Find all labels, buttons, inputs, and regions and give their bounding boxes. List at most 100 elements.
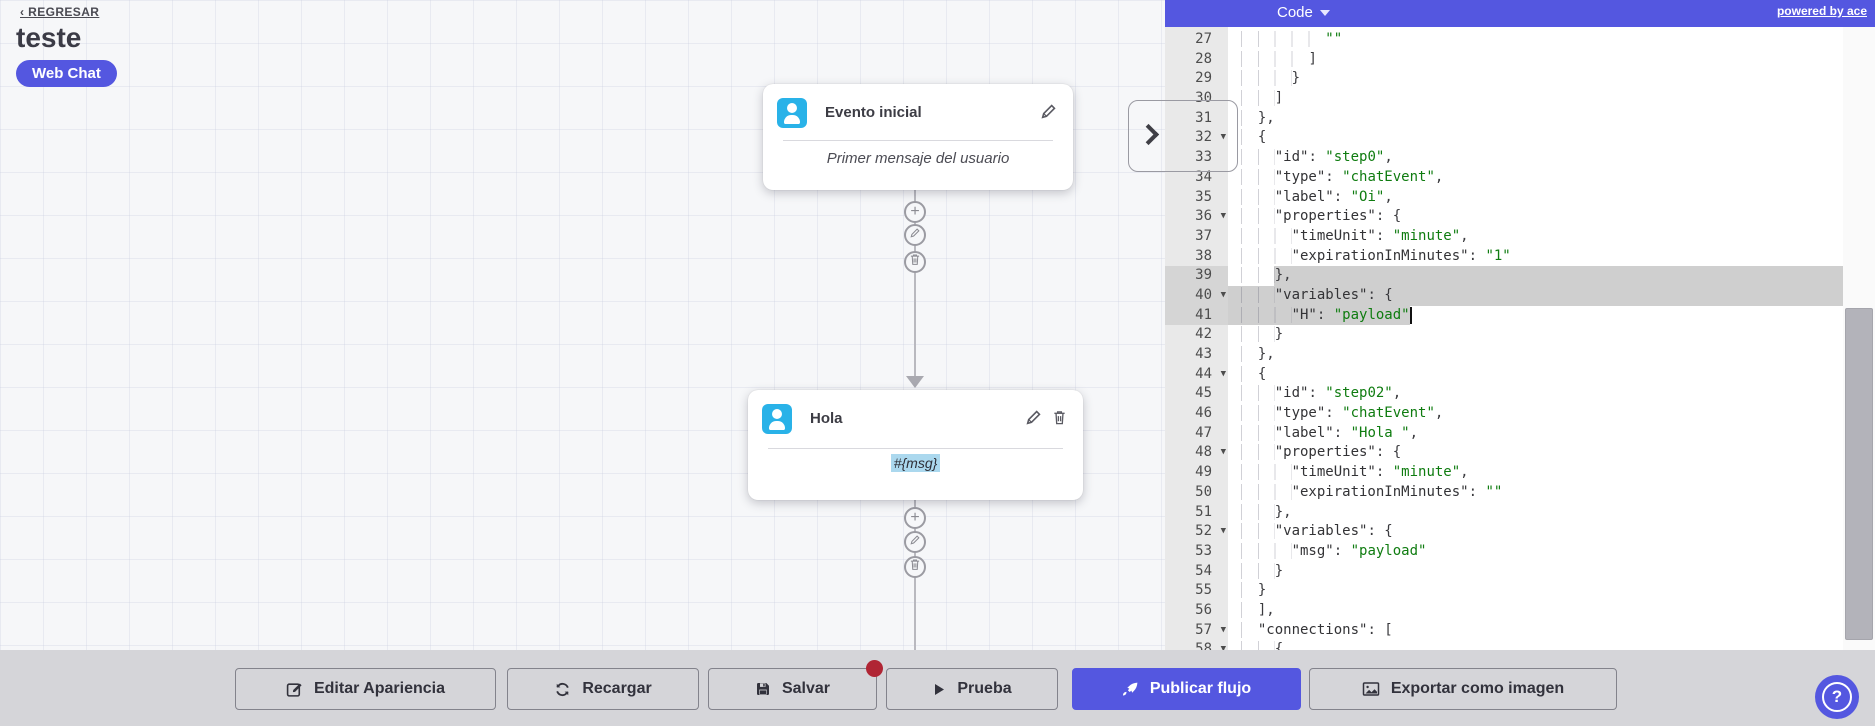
code-line[interactable]: }, <box>1228 503 1843 523</box>
fold-arrow-icon[interactable]: ▼ <box>1220 644 1226 650</box>
save-button[interactable]: Salvar <box>708 660 883 710</box>
node-title: Hola <box>810 410 843 427</box>
editor-scrollbar[interactable] <box>1843 27 1875 650</box>
code-line[interactable]: "" <box>1228 30 1843 50</box>
editor-mode-dropdown[interactable]: Code <box>1277 4 1330 21</box>
node-evento-inicial[interactable]: Evento inicial Primer mensaje del usuari… <box>763 84 1073 190</box>
code-line[interactable]: { <box>1228 128 1843 148</box>
gutter-line-number[interactable]: 27 <box>1195 31 1212 47</box>
delete-connector-button[interactable] <box>904 251 926 273</box>
code-line[interactable]: }, <box>1228 109 1843 129</box>
edit-node-button[interactable] <box>1040 103 1057 120</box>
code-line[interactable]: "type": "chatEvent", <box>1228 404 1843 424</box>
help-button[interactable]: ? <box>1815 675 1859 719</box>
fold-arrow-icon[interactable]: ▼ <box>1220 447 1226 458</box>
powered-by-ace-link[interactable]: powered by ace <box>1776 4 1867 18</box>
edit-appearance-button[interactable]: Editar Apariencia <box>235 668 496 710</box>
gutter-line-number[interactable]: 31 <box>1195 109 1212 126</box>
code-line[interactable]: "label": "Hola ", <box>1228 424 1843 444</box>
gutter-line-number[interactable]: 54 <box>1195 562 1212 579</box>
code-line[interactable]: "msg": "payload" <box>1228 542 1843 562</box>
fold-arrow-icon[interactable]: ▼ <box>1220 211 1226 222</box>
gutter-line-number[interactable]: 39 <box>1165 266 1228 286</box>
editor-drawer-toggle[interactable] <box>1128 100 1238 172</box>
edit-connector-button[interactable] <box>904 531 926 553</box>
flow-canvas[interactable]: ‹ REGRESAR teste Web Chat + + Evento ini… <box>0 0 1238 650</box>
gutter-line-number[interactable]: 52▼ <box>1165 522 1228 542</box>
code-line[interactable]: "label": "Oi", <box>1228 188 1843 208</box>
code-line[interactable]: ], <box>1228 601 1843 621</box>
code-line[interactable]: "H": "payload" <box>1228 305 1843 326</box>
delete-connector-button[interactable] <box>904 556 926 578</box>
gutter-line-number[interactable]: 49 <box>1195 464 1212 481</box>
add-step-button[interactable]: + <box>904 201 926 223</box>
gutter-line-number[interactable]: 28 <box>1195 50 1212 67</box>
gutter-line-number[interactable]: 47 <box>1195 424 1212 441</box>
gutter-line-number[interactable]: 44▼ <box>1165 365 1228 385</box>
code-line[interactable]: }, <box>1228 266 1843 286</box>
code-line[interactable]: { <box>1228 365 1843 385</box>
node-hola[interactable]: Hola #{msg} <box>748 390 1083 500</box>
gutter-line-number[interactable]: 40▼ <box>1165 285 1228 306</box>
fold-arrow-icon[interactable]: ▼ <box>1220 132 1226 143</box>
gutter-line-number[interactable]: 33 <box>1195 149 1212 166</box>
edit-node-button[interactable] <box>1025 409 1042 426</box>
export-image-button[interactable]: Exportar como imagen <box>1309 668 1617 710</box>
code-line[interactable]: "id": "step02", <box>1228 384 1843 404</box>
gutter-line-number[interactable]: 57▼ <box>1165 621 1228 641</box>
gutter-line-number[interactable]: 51 <box>1195 503 1212 520</box>
code-line[interactable]: "properties": { <box>1228 207 1843 227</box>
gutter-line-number[interactable]: 32▼ <box>1165 128 1228 148</box>
gutter-line-number[interactable]: 53 <box>1195 542 1212 559</box>
gutter-line-number[interactable]: 30 <box>1195 90 1212 107</box>
code-line[interactable]: }, <box>1228 345 1843 365</box>
gutter-line-number[interactable]: 38 <box>1195 247 1212 264</box>
code-line[interactable]: "type": "chatEvent", <box>1228 168 1843 188</box>
scrollbar-thumb[interactable] <box>1845 308 1873 640</box>
code-line[interactable]: "expirationInMinutes": "" <box>1228 483 1843 503</box>
gutter-line-number[interactable]: 45 <box>1195 385 1212 402</box>
gutter-line-number[interactable]: 37 <box>1195 227 1212 244</box>
edit-connector-button[interactable] <box>904 224 926 246</box>
gutter-line-number[interactable]: 41 <box>1165 305 1228 326</box>
reload-button[interactable]: Recargar <box>507 668 699 710</box>
code-line[interactable]: "id": "step0", <box>1228 148 1843 168</box>
add-step-button[interactable]: + <box>904 507 926 529</box>
code-line[interactable]: ] <box>1228 50 1843 70</box>
code-line[interactable]: { <box>1228 640 1843 650</box>
code-line[interactable]: "properties": { <box>1228 443 1843 463</box>
code-line[interactable]: "variables": { <box>1228 522 1843 542</box>
code-line[interactable]: "variables": { <box>1228 285 1843 306</box>
delete-node-button[interactable] <box>1052 409 1067 426</box>
gutter-line-number[interactable]: 48▼ <box>1165 443 1228 463</box>
gutter-line-number[interactable]: 58▼ <box>1165 640 1228 650</box>
code-line[interactable]: } <box>1228 562 1843 582</box>
gutter-line-number[interactable]: 29 <box>1195 70 1212 87</box>
code-area[interactable]: "" ] } ] }, { "id": "step0", "type": "ch… <box>1228 27 1843 650</box>
fold-arrow-icon[interactable]: ▼ <box>1220 624 1226 635</box>
fold-arrow-icon[interactable]: ▼ <box>1220 368 1226 379</box>
code-line[interactable]: "timeUnit": "minute", <box>1228 227 1843 247</box>
code-line[interactable]: } <box>1228 325 1843 345</box>
back-link[interactable]: ‹ REGRESAR <box>20 5 100 19</box>
code-line[interactable]: "timeUnit": "minute", <box>1228 463 1843 483</box>
gutter-line-number[interactable]: 42 <box>1195 326 1212 343</box>
code-line[interactable]: } <box>1228 581 1843 601</box>
gutter-line-number[interactable]: 56 <box>1195 601 1212 618</box>
code-line[interactable]: "connections": [ <box>1228 621 1843 641</box>
gutter-line-number[interactable]: 55 <box>1195 582 1212 599</box>
gutter-line-number[interactable]: 43 <box>1195 346 1212 362</box>
gutter-line-number[interactable]: 35 <box>1195 188 1212 205</box>
gutter-line-number[interactable]: 46 <box>1195 405 1212 422</box>
gutter-line-number[interactable]: 34 <box>1195 168 1212 185</box>
gutter-line-number[interactable]: 50 <box>1195 483 1212 500</box>
publish-flow-button[interactable]: Publicar flujo <box>1072 668 1301 710</box>
fold-arrow-icon[interactable]: ▼ <box>1220 289 1226 300</box>
fold-arrow-icon[interactable]: ▼ <box>1220 526 1226 537</box>
code-line[interactable]: ] <box>1228 89 1843 109</box>
gutter-line-number[interactable]: 36▼ <box>1165 207 1228 227</box>
code-line[interactable]: } <box>1228 69 1843 89</box>
code-line[interactable]: "expirationInMinutes": "1" <box>1228 247 1843 267</box>
test-button[interactable]: Prueba <box>886 668 1058 710</box>
